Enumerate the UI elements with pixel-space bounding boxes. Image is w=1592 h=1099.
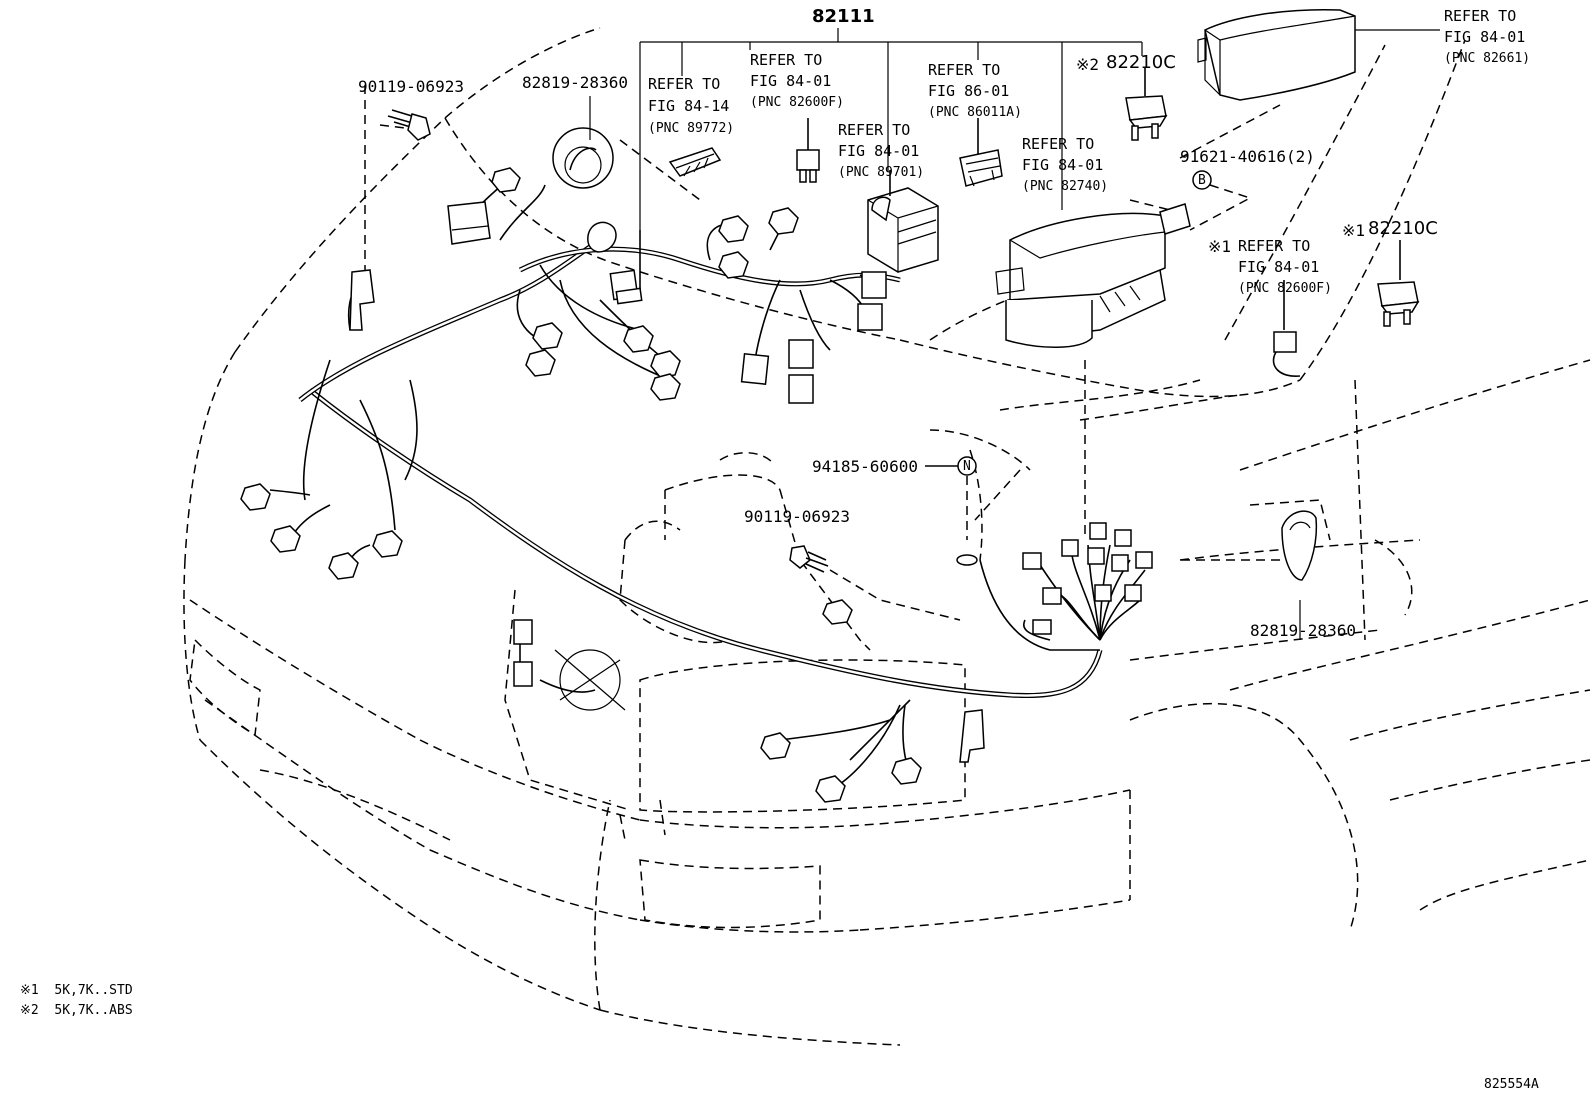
refer-89772-line2: FIG 84-14 [648, 97, 730, 115]
bolt-icon [789, 545, 829, 573]
refer-89701-line1: REFER TO [838, 121, 911, 139]
relay-1-label: 82210C [1368, 218, 1438, 239]
relay-2-label: 82210C [1106, 52, 1176, 73]
grommet-icon [1281, 510, 1318, 581]
refer-82661-line3: (PNC 82661) [1444, 51, 1531, 66]
refer-82740-line2: FIG 84-01 [1022, 156, 1104, 174]
screw-b-marker: B [1198, 173, 1206, 188]
bolt-icon [387, 109, 431, 141]
main-part-number: 82111 [812, 6, 875, 27]
nut-label: 94185-60600 [812, 457, 918, 476]
relay-icon [1125, 68, 1168, 141]
vehicle-body-outline-icon [183, 27, 1591, 1046]
grommet-right-label: 82819-28360 [1250, 621, 1356, 640]
fuse-box-cover-icon [1197, 8, 1356, 101]
refer-82661-line2: FIG 84-01 [1444, 28, 1526, 46]
nut-marker: N [963, 459, 971, 474]
refer-86011A-line1: REFER TO [928, 61, 1001, 79]
screw-icon [1192, 170, 1212, 190]
refer-82600F-top-line3: (PNC 82600F) [750, 95, 844, 110]
relay-icon [867, 170, 939, 273]
relay-icon [1377, 240, 1420, 327]
refer-82600F-top-line2: FIG 84-01 [750, 72, 832, 90]
refer-89772-line3: (PNC 89772) [648, 121, 735, 136]
refer-89772-line1: REFER TO [648, 75, 721, 93]
note-1: ※1 5K,7K..STD [20, 983, 133, 998]
grommet-top-label: 82819-28360 [522, 73, 628, 92]
grommet-icon [552, 127, 614, 189]
relay-1-mark: ※1 [1342, 221, 1366, 240]
fuse-icon [668, 147, 722, 177]
note-2: ※2 5K,7K..ABS [20, 1003, 133, 1018]
fuse-icon [1272, 280, 1301, 377]
junction-block-icon [995, 203, 1191, 348]
fuse-icon [796, 118, 820, 183]
screw-b-label: 91621-40616(2) [1180, 147, 1315, 166]
nut-icon [925, 456, 978, 566]
refer-82600F-right-mark: ※1 [1208, 237, 1232, 256]
refer-86011A-line3: (PNC 86011A) [928, 105, 1022, 120]
refer-82600F-top-line1: REFER TO [750, 51, 823, 69]
refer-82740-line3: (PNC 82740) [1022, 179, 1109, 194]
refer-89701-line2: FIG 84-01 [838, 142, 920, 160]
bolt-top-label: 90119-06923 [358, 77, 464, 96]
bolt-mid-label: 90119-06923 [744, 507, 850, 526]
relay-2-mark: ※2 [1076, 55, 1100, 74]
refer-89701-line3: (PNC 89701) [838, 165, 925, 180]
callout-leaders [589, 28, 1440, 640]
connector-icon [959, 118, 1003, 187]
refer-82661-line1: REFER TO [1444, 7, 1517, 25]
connector-icon [240, 167, 1153, 803]
refer-82740-line1: REFER TO [1022, 135, 1095, 153]
illustration-id: 825554A [1484, 1077, 1539, 1092]
refer-82600F-right-line2: FIG 84-01 [1238, 258, 1320, 276]
refer-86011A-line2: FIG 86-01 [928, 82, 1010, 100]
refer-82600F-right-line3: (PNC 82600F) [1238, 281, 1332, 296]
refer-82600F-right-line1: REFER TO [1238, 237, 1311, 255]
